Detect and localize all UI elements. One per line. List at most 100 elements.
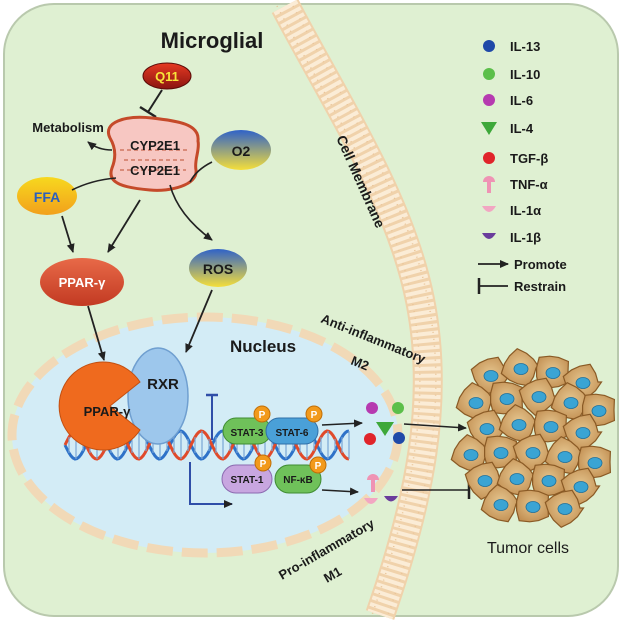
- ffa-node: FFA: [17, 177, 77, 215]
- purple-cup-icon: [482, 233, 496, 239]
- legend-item: TNF-α: [483, 176, 548, 193]
- tumor-cell: [544, 489, 585, 529]
- tumor-cell: [496, 457, 537, 497]
- tnf-marker-icon: [367, 474, 379, 492]
- stat1-label: STAT-1: [231, 475, 264, 486]
- legend-item-label: IL-13: [510, 39, 540, 54]
- ppar-gamma-cyto-node: PPAR-γ: [40, 258, 124, 306]
- stat1-node: STAT-1: [221, 464, 273, 494]
- ppar-to-nucleus-arrow: [87, 305, 106, 361]
- legend-item: IL-13: [483, 39, 540, 54]
- cell-membrane: [271, 0, 443, 620]
- rxr-node: RXR: [127, 347, 189, 445]
- blue-dot-icon: [483, 40, 495, 52]
- il6-marker-icon: [366, 402, 378, 414]
- legend-item: IL-4: [481, 121, 534, 136]
- phosphate-badges: P P P P: [253, 405, 327, 474]
- tumor-cell: [516, 489, 550, 523]
- stat6-label: STAT-6: [276, 428, 309, 439]
- m1-cytokine-cluster: [364, 474, 398, 504]
- il1b-marker-icon: [384, 496, 398, 502]
- q11-node: Q11: [142, 62, 192, 90]
- o2-label: O2: [232, 143, 251, 159]
- tumor-cell: [518, 377, 559, 417]
- cyp2e1-top-label: CYP2E1: [130, 138, 180, 153]
- q11-label: Q11: [155, 69, 179, 84]
- phosphate-badge-4: P: [309, 456, 327, 474]
- phosphate-label: P: [260, 459, 267, 470]
- cyp2e1-node: CYP2E1 CYP2E1: [106, 115, 200, 192]
- legend-item: IL-6: [483, 93, 533, 108]
- tgfb-marker-icon: [364, 433, 376, 445]
- cyp-to-ros-arrow: [169, 184, 213, 241]
- m2-cytokine-cluster: [364, 402, 405, 445]
- ros-node: ROS: [189, 249, 247, 287]
- phosphate-badge-2: P: [305, 405, 323, 423]
- rxr-label: RXR: [147, 376, 179, 393]
- legend-item: IL-1β: [482, 230, 541, 245]
- ppar-gamma-cyto-label: PPAR-γ: [59, 275, 106, 290]
- tumor-cell: [512, 433, 553, 473]
- legend-item: TGF-β: [483, 151, 548, 166]
- phosphate-badge-3: P: [254, 454, 272, 472]
- legend-item-label: IL-1β: [510, 230, 541, 245]
- q11-restrain-arrow: [139, 89, 163, 119]
- tumor-cell: [532, 463, 566, 497]
- ffa-label: FFA: [34, 189, 60, 205]
- o2-to-cyp-line: [189, 161, 213, 183]
- phosphate-label: P: [259, 410, 266, 421]
- stat6-node: STAT-6: [265, 417, 319, 445]
- green-triangle-icon: [481, 122, 497, 135]
- il13-marker-icon: [393, 432, 405, 444]
- legend-promote-label: Promote: [514, 257, 567, 272]
- o2-node: O2: [211, 130, 271, 170]
- legend-item-label: IL-4: [510, 121, 534, 136]
- tumor-cells-cluster: [450, 347, 616, 529]
- ffa-to-cyp-line: [71, 177, 117, 191]
- legend-item-label: TGF-β: [510, 151, 548, 166]
- legend-item: IL-10: [483, 67, 540, 82]
- magenta-dot-icon: [483, 94, 495, 106]
- nfkb-to-m1-arrow: [321, 487, 359, 496]
- ppar-gamma-nuclear-node: PPAR-γ: [58, 361, 141, 451]
- nfkb-label: NF-κB: [283, 475, 312, 486]
- cyp-to-ppar-arrow: [107, 199, 141, 253]
- stat-to-m2-arrow: [321, 419, 363, 428]
- phosphate-badge-1: P: [253, 405, 271, 423]
- tumor-cells-label: Tumor cells: [487, 540, 569, 557]
- cell-title: Microglial: [161, 28, 264, 53]
- legend-promote-row: Promote: [478, 257, 567, 272]
- ros-label: ROS: [203, 261, 233, 277]
- legend-item-label: IL-10: [510, 67, 540, 82]
- il4-marker-icon: [376, 422, 394, 436]
- red-dot-icon: [483, 152, 495, 164]
- tumor-cell: [455, 381, 496, 421]
- nfkb-node: NF-κB: [274, 464, 322, 494]
- green-dot-icon: [483, 68, 495, 80]
- m2-promote-tumor-arrow: [403, 423, 467, 432]
- legend-item: IL-1α: [482, 203, 541, 218]
- ros-to-nucleus-arrow: [185, 289, 213, 353]
- legend-restrain-label: Restrain: [514, 279, 566, 294]
- tumor-cell: [534, 409, 568, 443]
- cyp2e1-bottom-label: CYP2E1: [130, 163, 180, 178]
- il10-marker-icon: [392, 402, 404, 414]
- legend-item-label: IL-1α: [510, 203, 541, 218]
- m2-phenotype-subtitle: M2: [349, 353, 371, 374]
- pink-receptor-icon: [483, 176, 495, 193]
- ppar-gamma-nuclear-label: PPAR-γ: [84, 404, 131, 419]
- legend-item-label: IL-6: [510, 93, 533, 108]
- cyp-to-metabolism-arrow: [87, 141, 113, 151]
- metabolism-label: Metabolism: [32, 120, 104, 135]
- nucleus-label: Nucleus: [230, 337, 296, 356]
- pink-cup-icon: [482, 206, 496, 212]
- il1a-marker-icon: [364, 498, 378, 504]
- transcription-lines: [189, 393, 233, 508]
- phosphate-label: P: [311, 410, 318, 421]
- legend-item-label: TNF-α: [510, 177, 548, 192]
- tumor-cell: [450, 433, 491, 473]
- tumor-cell: [550, 381, 591, 421]
